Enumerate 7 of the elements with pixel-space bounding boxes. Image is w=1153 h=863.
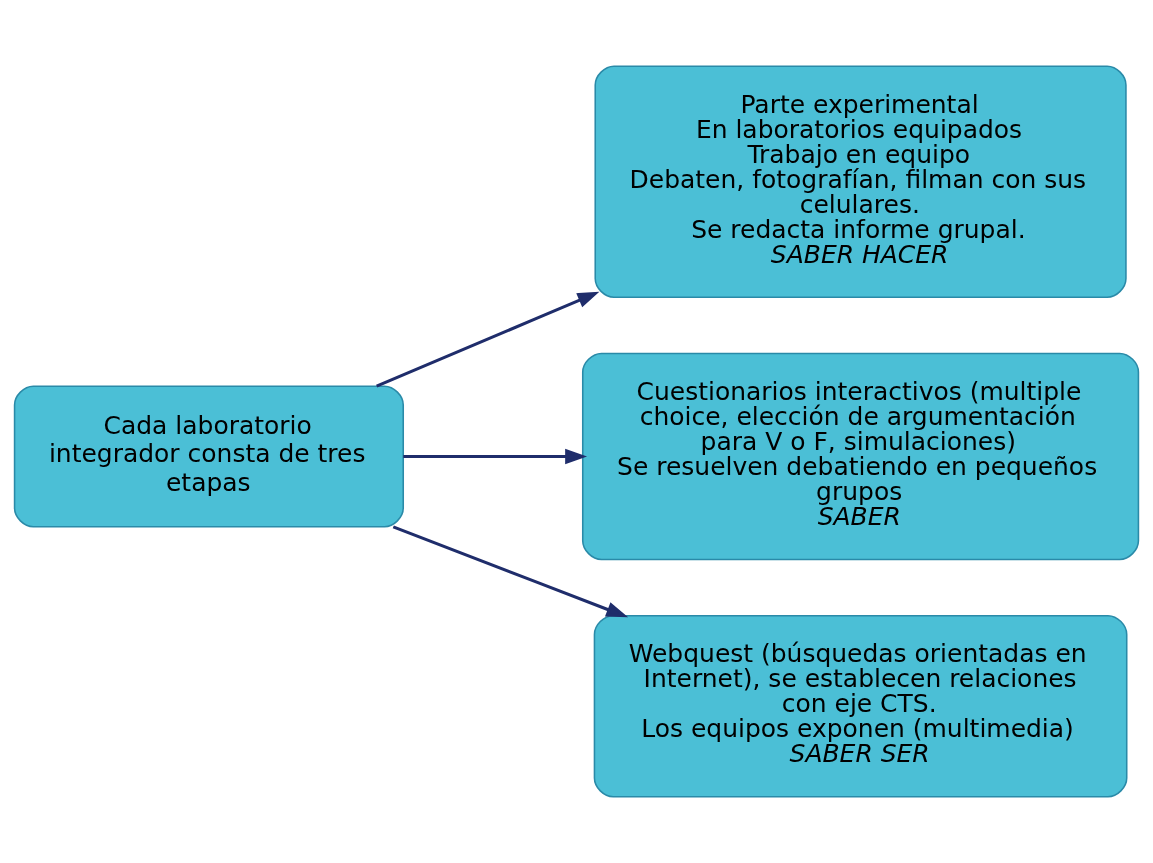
node-box: Parte experimental En laboratorios equipados Trabajo en equipo Debaten, fotografían, filman con sus celulares. Se redacta informe grupal. SABER HACER bbox=[594, 65, 1127, 299]
arrow bbox=[392, 525, 629, 618]
node-box: Cuestionarios interactivos (multiple choice, elección de argumentación para V o F, simulaciones) Se resuelven debatiendo en pequeños grupos SABER bbox=[581, 352, 1140, 561]
node-box: Cada laboratorio integrador consta de tres etapas bbox=[13, 385, 404, 528]
node-box: Webquest (búsquedas orientadas en Internet), se establecen relaciones con eje CTS. Los equipos exponen (multimedia) SABER SER bbox=[593, 614, 1128, 798]
arrow bbox=[403, 448, 588, 465]
arrow bbox=[376, 291, 600, 388]
